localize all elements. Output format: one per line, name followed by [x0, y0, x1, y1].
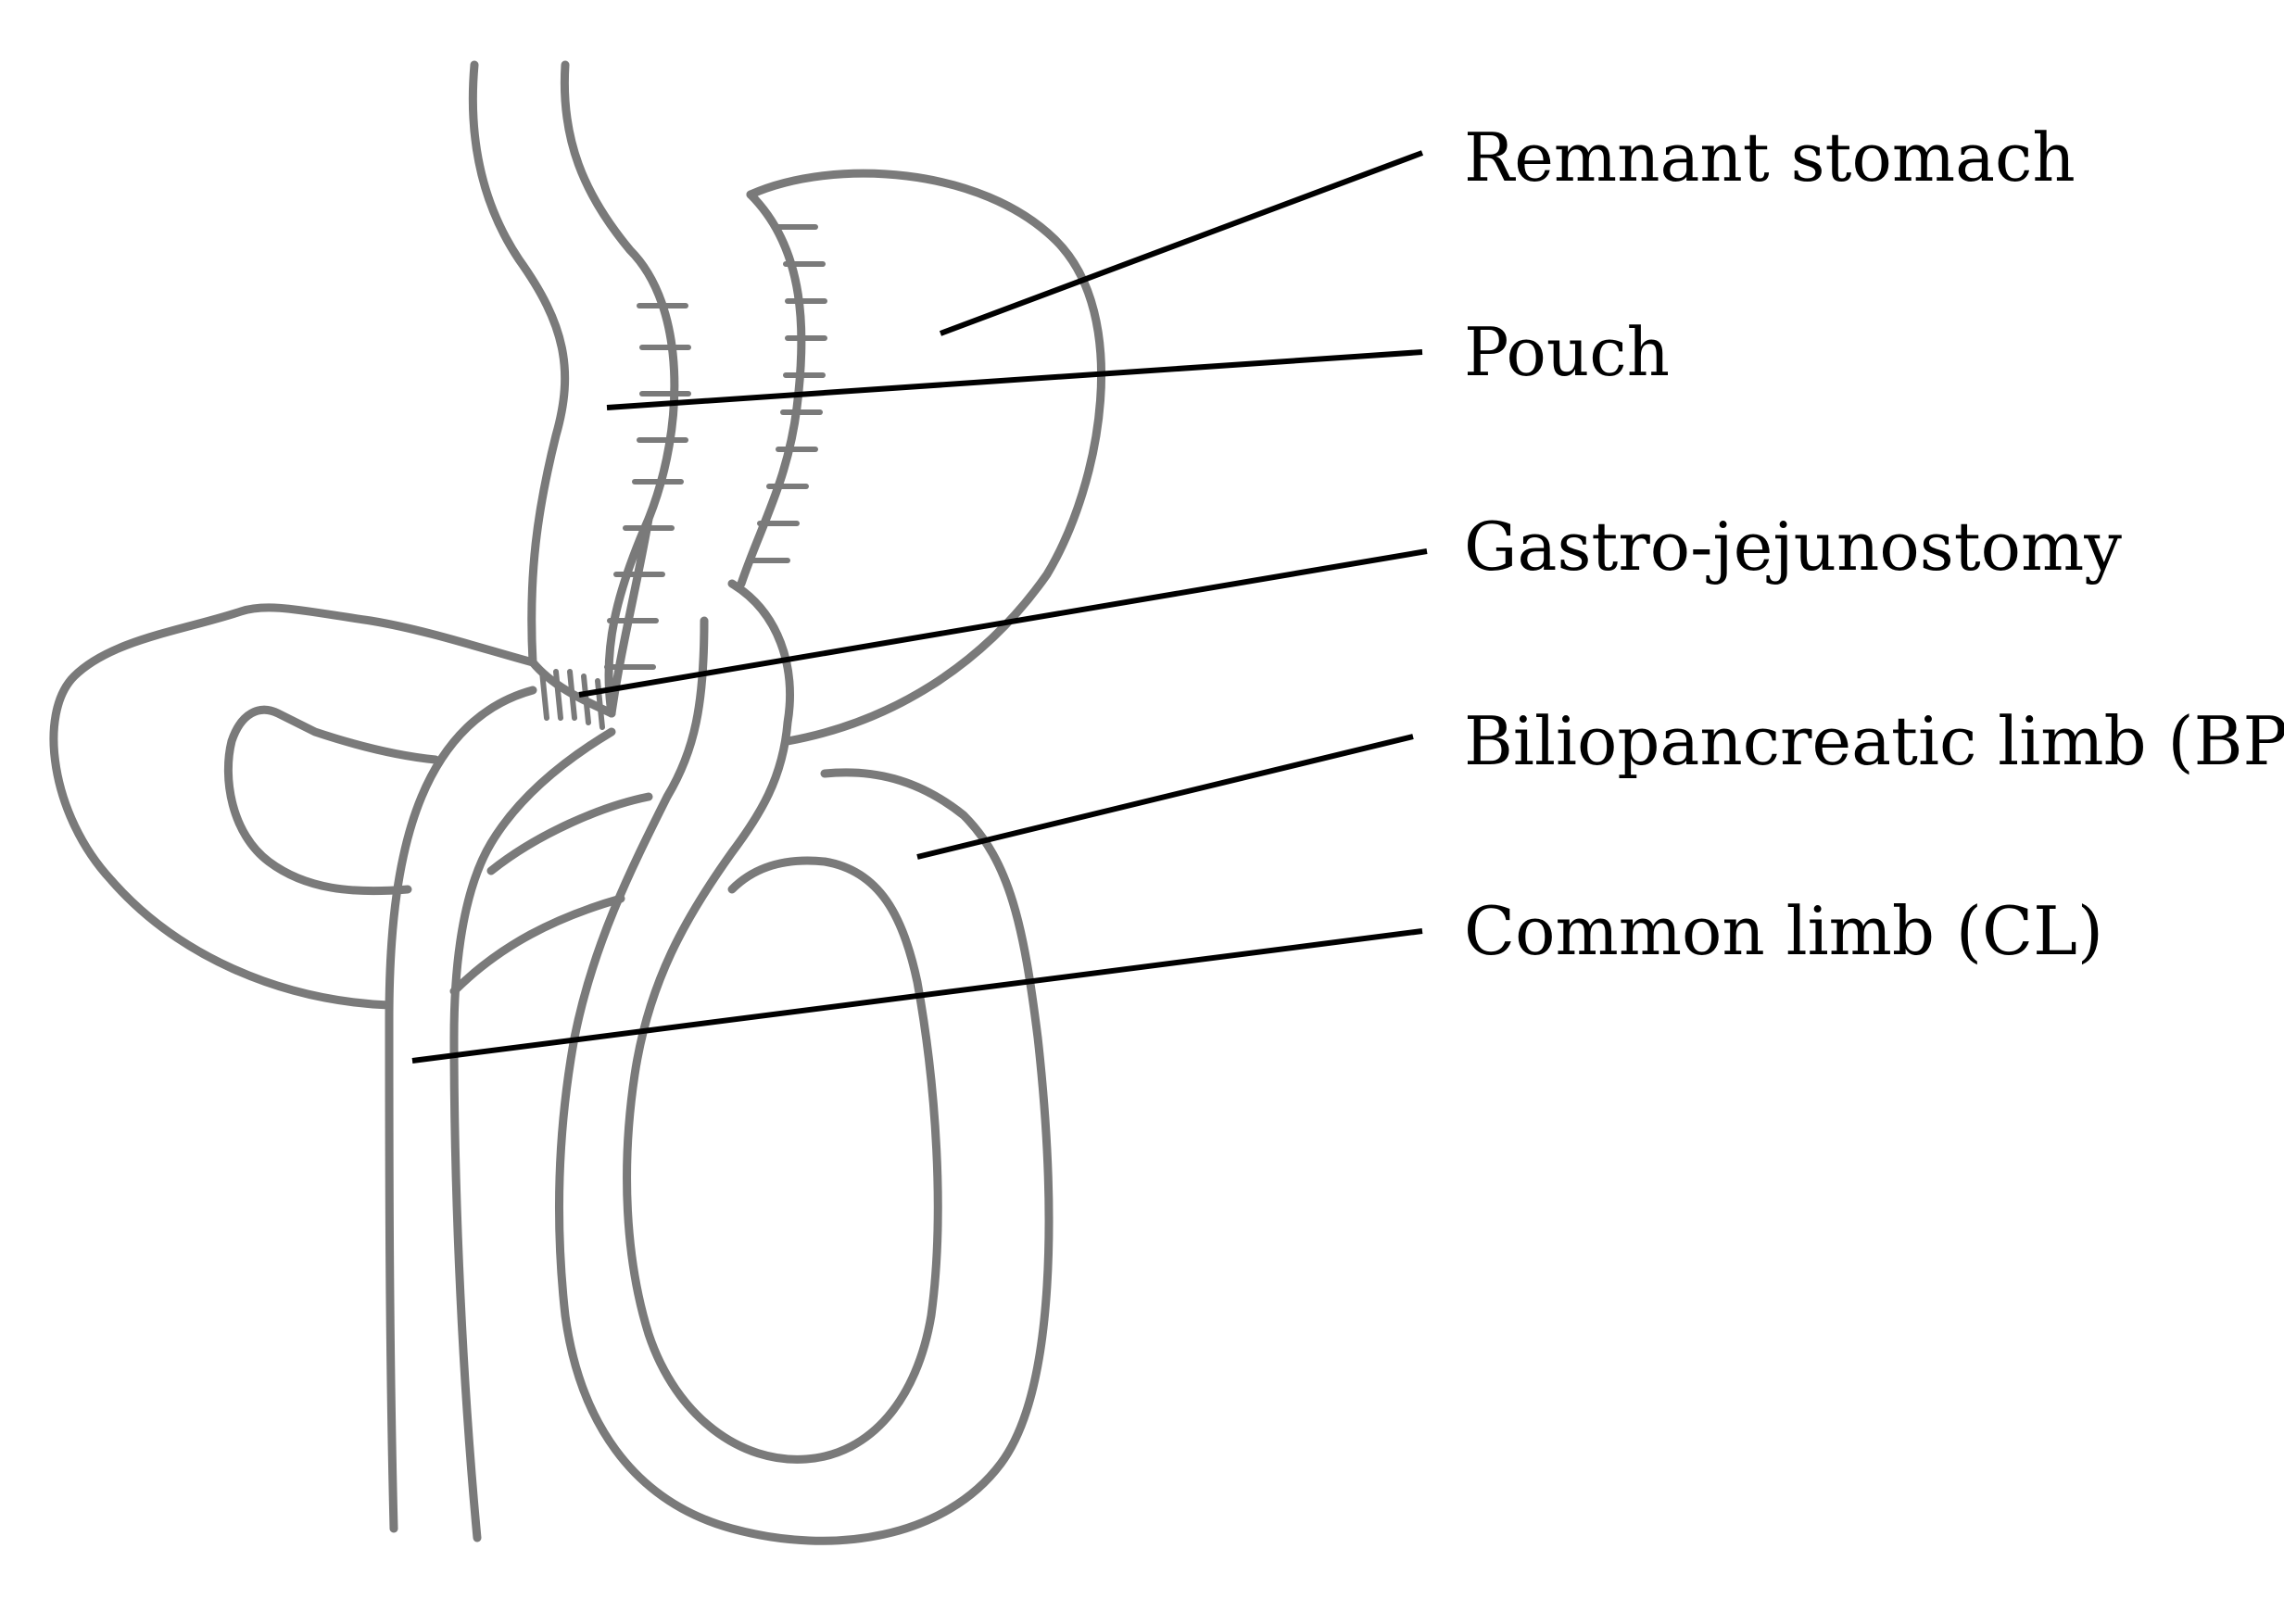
biliopancreatic-limb-connector-lower [449, 894, 625, 996]
staple [567, 669, 577, 721]
remnant-stomach-staple-line [737, 190, 806, 588]
pouch-staples [604, 303, 691, 670]
biliopancreatic-limb-inner [223, 705, 440, 896]
esophagus-left-wall [468, 60, 570, 667]
label-pouch: Pouch [1464, 313, 1670, 391]
label-biliopancreatic-limb: Biliopancreatic limb (BPL) [1464, 702, 2284, 780]
staple [581, 674, 591, 725]
jejunal-loop-outer [385, 686, 537, 1533]
anastomosis-staples [539, 669, 605, 730]
leader-remnant-stomach [939, 150, 1424, 336]
label-common-limb: Common limb (CL) [1464, 892, 2103, 970]
leader-gastro-jejunostomy [578, 548, 1428, 698]
staple [595, 678, 605, 730]
label-remnant-stomach: Remnant stomach [1464, 119, 2076, 196]
staple [539, 669, 549, 721]
esophagus [468, 60, 679, 718]
biliopancreatic-limb-connector-upper [486, 792, 653, 875]
esophagus-right-wall [560, 60, 679, 718]
leader-pouch [606, 349, 1423, 410]
remnant-staples [748, 224, 827, 563]
remnant-stomach-outline [746, 169, 1106, 746]
staple [553, 669, 563, 721]
jejunal-loop-inner [449, 727, 616, 1542]
label-gastro-jejunostomy: Gastro-jejunostomy [1464, 508, 2122, 585]
biliopancreatic-limb-outer [49, 603, 537, 1010]
alimentary-limb-right [623, 579, 942, 1464]
leader-common-limb [411, 928, 1423, 1064]
leader-biliopancreatic-limb [916, 734, 1414, 860]
